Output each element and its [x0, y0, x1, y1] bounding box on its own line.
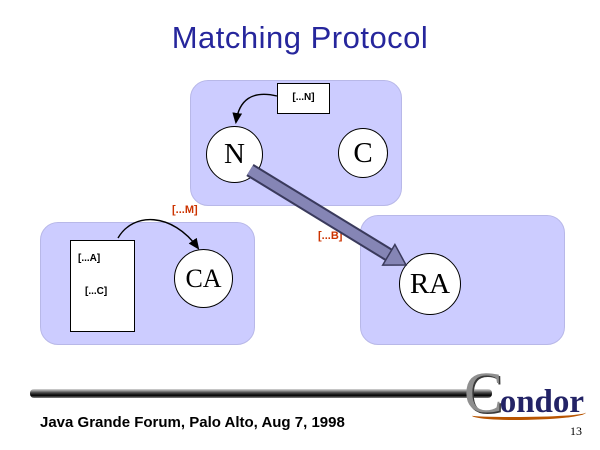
classad-box-left: [...A] [...C]: [70, 240, 135, 332]
classad-label-b: [...B]: [318, 230, 343, 242]
node-label-ca: CA: [185, 263, 222, 293]
classad-label-a: [...A]: [78, 253, 101, 264]
node-label-n: N: [224, 138, 245, 170]
classad-label-m: [...M]: [172, 204, 198, 216]
condor-logo: C ondor: [464, 364, 594, 424]
page-number: 13: [570, 424, 582, 438]
node-circle-ra: RA: [399, 253, 461, 315]
node-circle-c: C: [338, 128, 388, 178]
condor-logo-swoosh-icon: [472, 408, 586, 420]
node-label-c: C: [353, 136, 373, 169]
slide-title: Matching Protocol: [171, 20, 429, 55]
node-label-ra: RA: [409, 267, 451, 300]
node-circle-n: N: [206, 126, 263, 183]
footer-rule: [30, 389, 492, 398]
node-circle-ca: CA: [174, 249, 233, 308]
classad-label-c: [...C]: [85, 286, 108, 297]
machine-group-right: [360, 215, 565, 345]
classad-box-n: [...N]: [277, 83, 330, 114]
classad-label-n: [...N]: [292, 92, 315, 103]
footer-caption: Java Grande Forum, Palo Alto, Aug 7, 199…: [40, 414, 345, 431]
